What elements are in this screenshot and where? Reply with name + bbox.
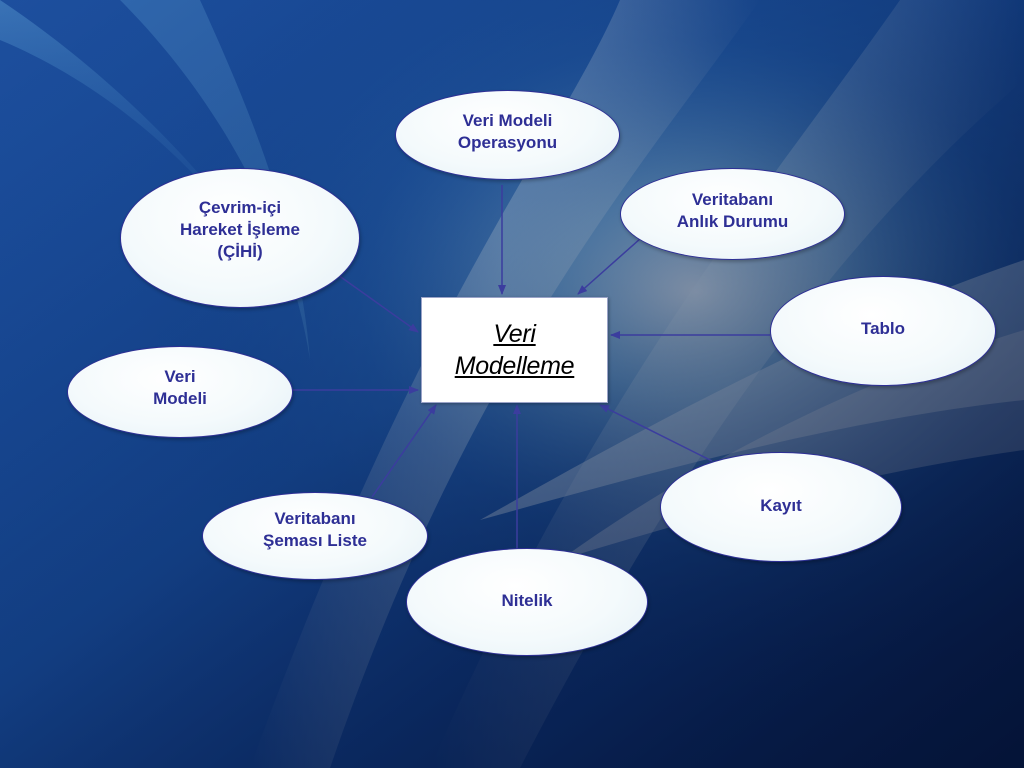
node-veri-modeli bbox=[67, 346, 293, 438]
node-anlik-line1: Veritabanı bbox=[691, 190, 774, 209]
node-anlik-label: Veritabanı Anlık Durumu bbox=[620, 189, 845, 233]
node-sema bbox=[202, 492, 428, 580]
node-kayit bbox=[660, 452, 902, 562]
node-anlik bbox=[620, 168, 845, 260]
node-nitelik-label: Nitelik bbox=[406, 590, 648, 612]
node-nitelik bbox=[406, 548, 648, 656]
node-sema-line2: Şeması Liste bbox=[263, 531, 367, 550]
center-title-line1: Veri bbox=[493, 320, 536, 348]
node-tablo bbox=[770, 276, 996, 386]
node-operasyon-line1: Veri Modeli bbox=[462, 111, 553, 130]
connector-anlik bbox=[577, 237, 642, 295]
node-operasyon-label: Veri Modeli Operasyonu bbox=[395, 110, 620, 154]
node-cihi-line3: (ÇİHİ) bbox=[217, 242, 263, 261]
node-sema-line1: Veritabanı bbox=[274, 509, 356, 528]
node-operasyon bbox=[395, 90, 620, 180]
node-nitelik-line1: Nitelik bbox=[501, 591, 553, 610]
center-title-line2: Modelleme bbox=[454, 352, 575, 380]
connector-sema bbox=[371, 404, 437, 498]
node-cihi-line1: Çevrim-içi bbox=[198, 198, 282, 217]
node-cihi-line2: Hareket İşleme bbox=[179, 220, 301, 239]
node-kayit-label: Kayıt bbox=[660, 495, 902, 517]
connector-kayit bbox=[599, 404, 713, 462]
node-veri-modeli-line1: Veri bbox=[164, 367, 196, 386]
center-title: Veri Modelleme bbox=[421, 318, 608, 382]
node-veri-modeli-line2: Modeli bbox=[153, 389, 207, 408]
node-cihi-label: Çevrim-içi Hareket İşleme (ÇİHİ) bbox=[120, 197, 360, 263]
node-tablo-label: Tablo bbox=[770, 318, 996, 340]
node-anlik-line2: Anlık Durumu bbox=[676, 212, 789, 231]
node-cihi bbox=[120, 168, 360, 308]
node-sema-label: Veritabanı Şeması Liste bbox=[202, 508, 428, 552]
node-kayit-line1: Kayıt bbox=[760, 496, 802, 515]
center-box bbox=[421, 297, 608, 403]
node-tablo-line1: Tablo bbox=[860, 319, 906, 338]
connector-cihi bbox=[337, 274, 419, 333]
node-veri-modeli-label: Veri Modeli bbox=[67, 366, 293, 410]
node-operasyon-line2: Operasyonu bbox=[457, 133, 558, 152]
